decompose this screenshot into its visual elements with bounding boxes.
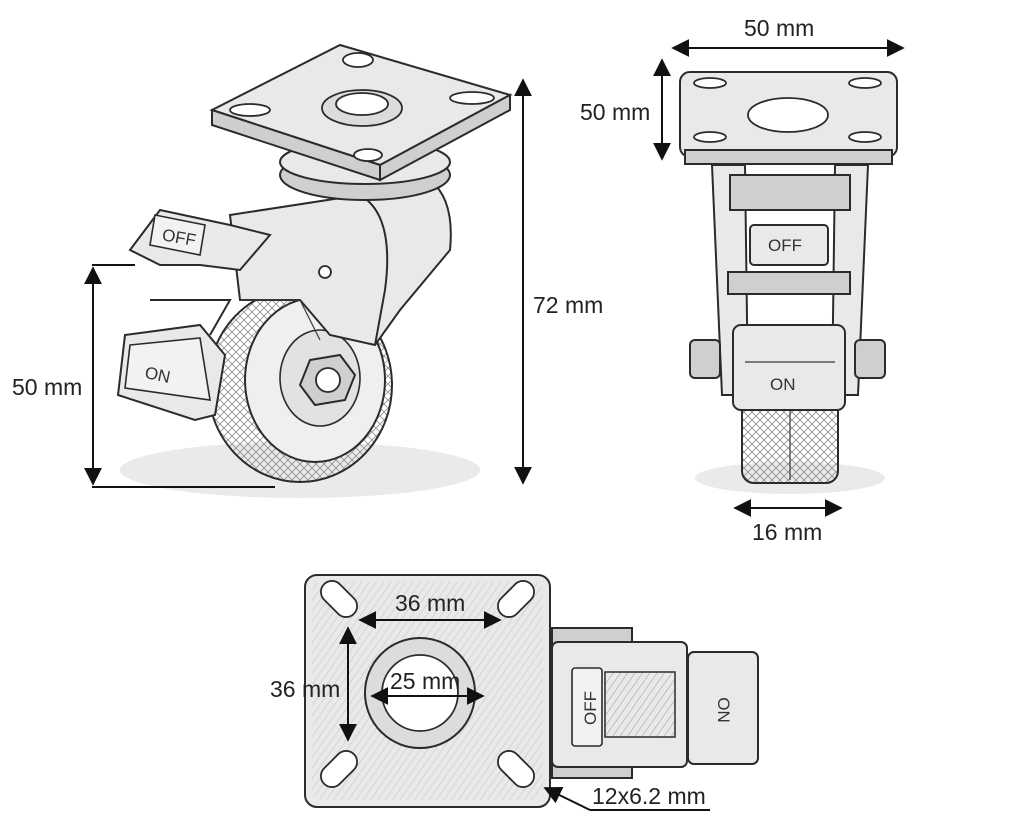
front-on-label: ON — [770, 375, 796, 394]
front-top-plate — [679, 71, 898, 165]
top-off-label: OFF — [581, 691, 600, 725]
top-spacing-x-label: 36 mm — [395, 590, 465, 616]
side-on-label: ON — [143, 363, 172, 387]
top-on-label: ON — [714, 697, 733, 723]
top-spacing-y-label: 36 mm — [270, 676, 340, 702]
front-width-dimension: 50 mm — [671, 15, 905, 57]
top-slot-dimension: 12x6.2 mm — [543, 783, 710, 811]
front-view: OFF ON 50 mm 50 mm 16 mm — [580, 15, 905, 545]
top-spacing-y-dimension: 36 mm — [270, 626, 357, 742]
side-height-dimension: 72 mm — [514, 78, 603, 485]
side-brake-on-pedal: ON — [116, 299, 232, 422]
top-diameter-label: 25 mm — [390, 668, 460, 694]
top-brake-assembly: OFF — [551, 627, 688, 779]
top-view: OFF ON 36 mm 36 mm — [270, 574, 759, 811]
front-brake-off-tab: OFF — [727, 224, 851, 295]
top-diameter-dimension: 25 mm — [370, 668, 485, 705]
side-wheel-height-label: 50 mm — [12, 374, 82, 400]
front-depth-dimension: 50 mm — [580, 58, 671, 161]
front-axle-nuts — [689, 339, 886, 379]
side-height-label: 72 mm — [533, 292, 603, 318]
top-slot-label: 12x6.2 mm — [592, 783, 706, 809]
front-brake-on-pedal: ON — [732, 324, 846, 411]
top-spacing-x-dimension: 36 mm — [358, 590, 502, 629]
top-brake-pedal: ON — [687, 651, 759, 765]
side-brake-off-lever: OFF — [128, 208, 272, 272]
front-depth-label: 50 mm — [580, 99, 650, 125]
front-wheel-width-label: 16 mm — [752, 519, 822, 545]
side-view: OFF ON 72 mm 50 mm — [12, 43, 603, 498]
front-width-label: 50 mm — [744, 15, 814, 41]
side-wheel-height-dimension: 50 mm — [12, 264, 275, 488]
side-top-plate — [209, 43, 513, 182]
front-wheel-width-dimension: 16 mm — [733, 499, 843, 545]
front-off-label: OFF — [768, 236, 802, 255]
top-mounting-slots — [320, 580, 535, 788]
